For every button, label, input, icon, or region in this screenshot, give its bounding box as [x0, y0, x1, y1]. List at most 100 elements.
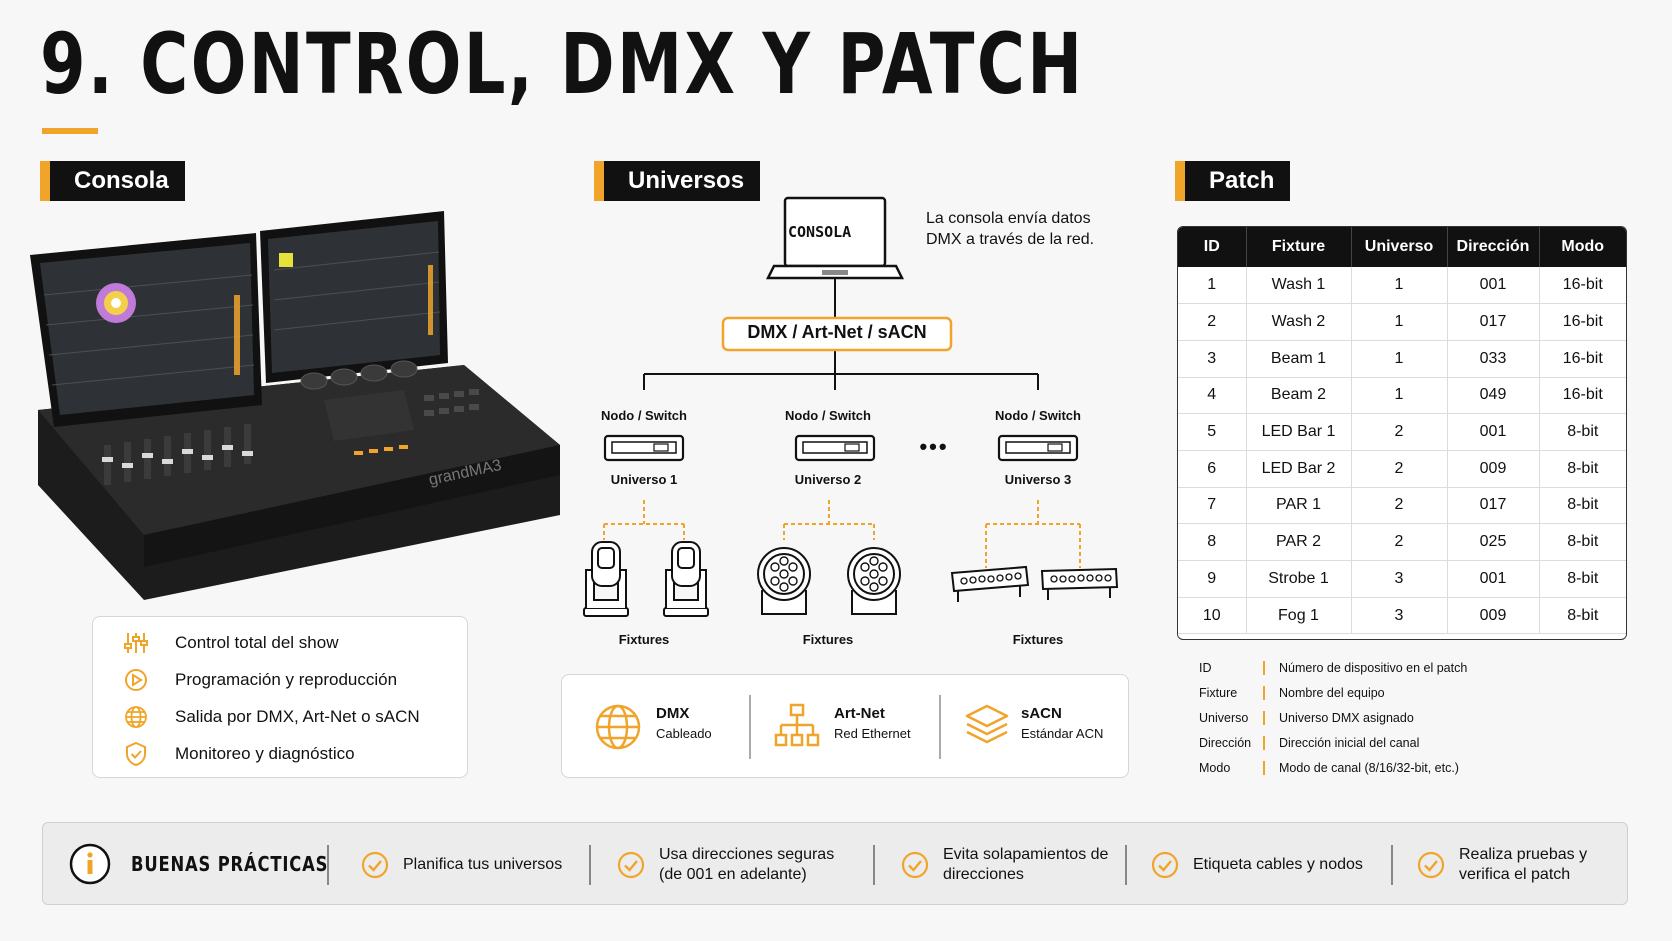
legend-value: Número de dispositivo en el patch [1279, 661, 1468, 675]
console-illustration: grandMA3 [30, 211, 560, 600]
table-cell: 3 [1178, 340, 1247, 378]
table-cell: 1 [1351, 377, 1448, 415]
globe-icon [125, 706, 147, 728]
table-cell: 001 [1447, 560, 1540, 598]
table-cell: 5 [1178, 413, 1247, 451]
legend-key: Universo [1199, 711, 1249, 725]
laptop-label: CONSOLA [788, 223, 852, 241]
feature-item: Control total del show [123, 630, 338, 656]
divider [327, 845, 329, 885]
best-practice-label: Evita solapamientos de direcciones [943, 846, 1109, 883]
protocol-desc: Cableado [656, 726, 712, 741]
table-cell: 16-bit [1539, 340, 1626, 378]
table-cell: 16-bit [1539, 303, 1626, 341]
table-cell: 2 [1351, 450, 1448, 488]
check-circle-icon [361, 851, 389, 879]
legend-value: Modo de canal (8/16/32-bit, etc.) [1279, 761, 1459, 775]
patch-column-header: Dirección [1447, 227, 1540, 267]
best-practice-item: Etiqueta cables y nodos [1151, 823, 1363, 906]
universe-label: Universo 2 [794, 472, 862, 487]
table-cell: LED Bar 1 [1246, 413, 1352, 451]
node-label: Nodo / Switch [785, 408, 871, 423]
fixtures-label: Fixtures [802, 632, 854, 647]
table-cell: 3 [1351, 597, 1448, 635]
table-cell: Wash 2 [1246, 303, 1352, 341]
globe-icon [595, 704, 641, 750]
legend-divider [1263, 736, 1265, 750]
patch-column-header: Modo [1539, 227, 1626, 267]
table-cell: 1 [1351, 303, 1448, 341]
legend-divider [1263, 711, 1265, 725]
patch-column-header: Universo [1351, 227, 1448, 267]
table-cell: Beam 2 [1246, 377, 1352, 415]
legend-key: Modo [1199, 761, 1231, 775]
section-header-console: Consola [40, 161, 185, 201]
check-circle-icon [1417, 851, 1445, 879]
table-cell: 009 [1447, 450, 1540, 488]
best-practice-label: Etiqueta cables y nodos [1193, 855, 1363, 873]
sliders-icon [124, 633, 148, 653]
protocol-box-label: DMX / Art-Net / sACN [747, 322, 927, 342]
page-title: 9. CONTROL, DMX Y PATCH [40, 15, 1085, 113]
table-cell: 1 [1351, 267, 1448, 305]
table-cell: 017 [1447, 487, 1540, 525]
table-cell: PAR 2 [1246, 523, 1352, 561]
table-cell: 8-bit [1539, 523, 1626, 561]
table-cell: 10 [1178, 597, 1247, 635]
table-cell: 8-bit [1539, 413, 1626, 451]
switch-icon [997, 434, 1079, 462]
legend-key: Fixture [1199, 686, 1238, 700]
table-cell: 6 [1178, 450, 1247, 488]
layers-icon [965, 704, 1009, 744]
feature-label: Control total del show [175, 633, 339, 652]
table-cell: 4 [1178, 377, 1247, 415]
feature-item: Salida por DMX, Art-Net o sACN [123, 704, 420, 730]
table-cell: 001 [1447, 413, 1540, 451]
led-bar-fixture-icon [950, 565, 1030, 602]
moving-head-fixture-icon [663, 541, 709, 617]
check-circle-icon [1151, 851, 1179, 879]
protocol-desc: Estándar ACN [1021, 726, 1104, 741]
table-cell: 001 [1447, 267, 1540, 305]
legend-key: ID [1199, 661, 1212, 675]
title-underline [42, 128, 98, 134]
best-practices-bar: BUENAS PRÁCTICAS Planifica tus universos… [42, 822, 1628, 905]
table-cell: 8-bit [1539, 560, 1626, 598]
table-cell: 1 [1178, 267, 1247, 305]
table-cell: Wash 1 [1246, 267, 1352, 305]
table-cell: 049 [1447, 377, 1540, 415]
table-cell: 16-bit [1539, 377, 1626, 415]
legend-divider [1263, 661, 1265, 675]
table-cell: 8-bit [1539, 597, 1626, 635]
table-cell: 2 [1351, 523, 1448, 561]
divider [873, 845, 875, 885]
divider [589, 845, 591, 885]
feature-label: Monitoreo y diagnóstico [175, 744, 355, 763]
universes-diagram [583, 196, 1119, 617]
best-practice-label: Planifica tus universos [403, 855, 563, 873]
best-practices-title: BUENAS PRÁCTICAS [131, 852, 329, 876]
table-cell: 8-bit [1539, 450, 1626, 488]
feature-label: Programación y reproducción [175, 670, 398, 689]
network-icon [774, 703, 820, 747]
best-practice-item: Evita solapamientos de direcciones [901, 823, 1123, 906]
universe-label: Universo 3 [1004, 472, 1072, 487]
table-cell: Strobe 1 [1246, 560, 1352, 598]
section-header-universes: Universos [594, 161, 761, 201]
